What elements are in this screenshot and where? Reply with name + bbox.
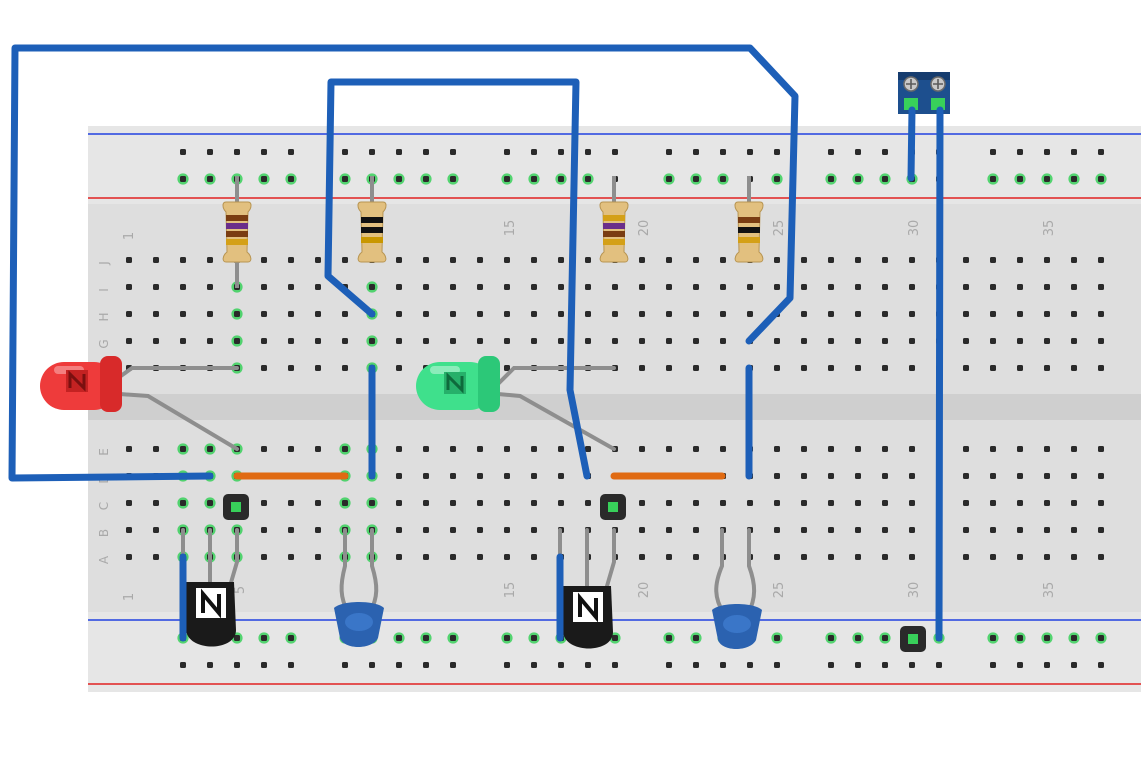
row-label: C xyxy=(97,502,111,510)
row-label: G xyxy=(97,339,111,348)
resistor-2[interactable] xyxy=(357,201,387,263)
square-connectors xyxy=(223,494,926,652)
resistor-band xyxy=(226,215,248,221)
resistor-band xyxy=(603,223,625,229)
column-label: 25 xyxy=(772,582,787,599)
transistor1-lead-right xyxy=(228,528,239,588)
row-label: J xyxy=(97,261,111,266)
wire-blue-terminal-1[interactable] xyxy=(907,106,916,182)
column-label: 15 xyxy=(503,220,518,237)
column-label: 30 xyxy=(907,582,922,599)
led-green-lead-anode xyxy=(496,366,616,386)
resistor-band xyxy=(603,231,625,237)
column-label: 35 xyxy=(1042,220,1057,237)
wire-blue-inner-loop[interactable] xyxy=(324,78,591,480)
resistor-band xyxy=(738,237,760,243)
npn-transistor-icon xyxy=(573,592,603,623)
resistor-band xyxy=(226,231,248,237)
column-label: 35 xyxy=(1042,582,1057,599)
column-label: 1 xyxy=(122,232,137,240)
ceramic-capacitor-icon[interactable] xyxy=(712,604,762,649)
led-red-lead-cathode xyxy=(118,392,239,451)
transistor-2[interactable] xyxy=(563,586,613,649)
column-label: 25 xyxy=(772,220,787,237)
column-label: 20 xyxy=(637,220,652,237)
resistor-band xyxy=(226,239,248,245)
led-red-lead-anode xyxy=(116,366,239,380)
resistor-band xyxy=(738,227,760,233)
led-icon xyxy=(444,372,466,394)
bottom-power-rail-area xyxy=(88,612,1141,692)
led-red[interactable] xyxy=(40,356,122,412)
column-label: 1 xyxy=(122,593,137,601)
wire-blue-terminal-2[interactable] xyxy=(935,106,944,642)
resistor-4[interactable] xyxy=(734,201,764,263)
column-label: 30 xyxy=(907,220,922,237)
column-label: 15 xyxy=(503,582,518,599)
row-label: H xyxy=(97,312,111,321)
resistor-band xyxy=(603,239,625,245)
resistor-band xyxy=(361,217,383,223)
wire-blue-top-loop[interactable] xyxy=(8,44,799,482)
led-green-lead-cathode xyxy=(496,392,616,451)
resistor-1[interactable] xyxy=(222,201,252,263)
resistor-3[interactable] xyxy=(599,201,629,263)
row-label: A xyxy=(97,555,111,564)
row-label: B xyxy=(97,529,111,537)
column-label: 5 xyxy=(233,586,248,594)
column-label: 20 xyxy=(637,582,652,599)
blue-wires xyxy=(8,44,944,642)
led-icon xyxy=(66,370,88,392)
column-labels-top: 1 15 20 25 30 35 xyxy=(122,220,1057,240)
transistor-1[interactable] xyxy=(186,582,236,647)
ceramic-capacitor-icon[interactable] xyxy=(334,602,384,647)
row-label: E xyxy=(97,448,111,456)
npn-transistor-icon xyxy=(196,588,226,619)
resistor-band xyxy=(361,227,383,233)
led-green[interactable] xyxy=(416,356,500,412)
row-label: I xyxy=(97,288,111,292)
resistor-band xyxy=(361,237,383,243)
transistor2-lead-right xyxy=(605,528,616,588)
resistor-band xyxy=(226,223,248,229)
center-channel xyxy=(88,394,1141,420)
column-labels-bottom: 1 5 15 20 25 30 35 xyxy=(122,582,1057,601)
resistor-band xyxy=(738,217,760,223)
resistor-band xyxy=(603,215,625,221)
